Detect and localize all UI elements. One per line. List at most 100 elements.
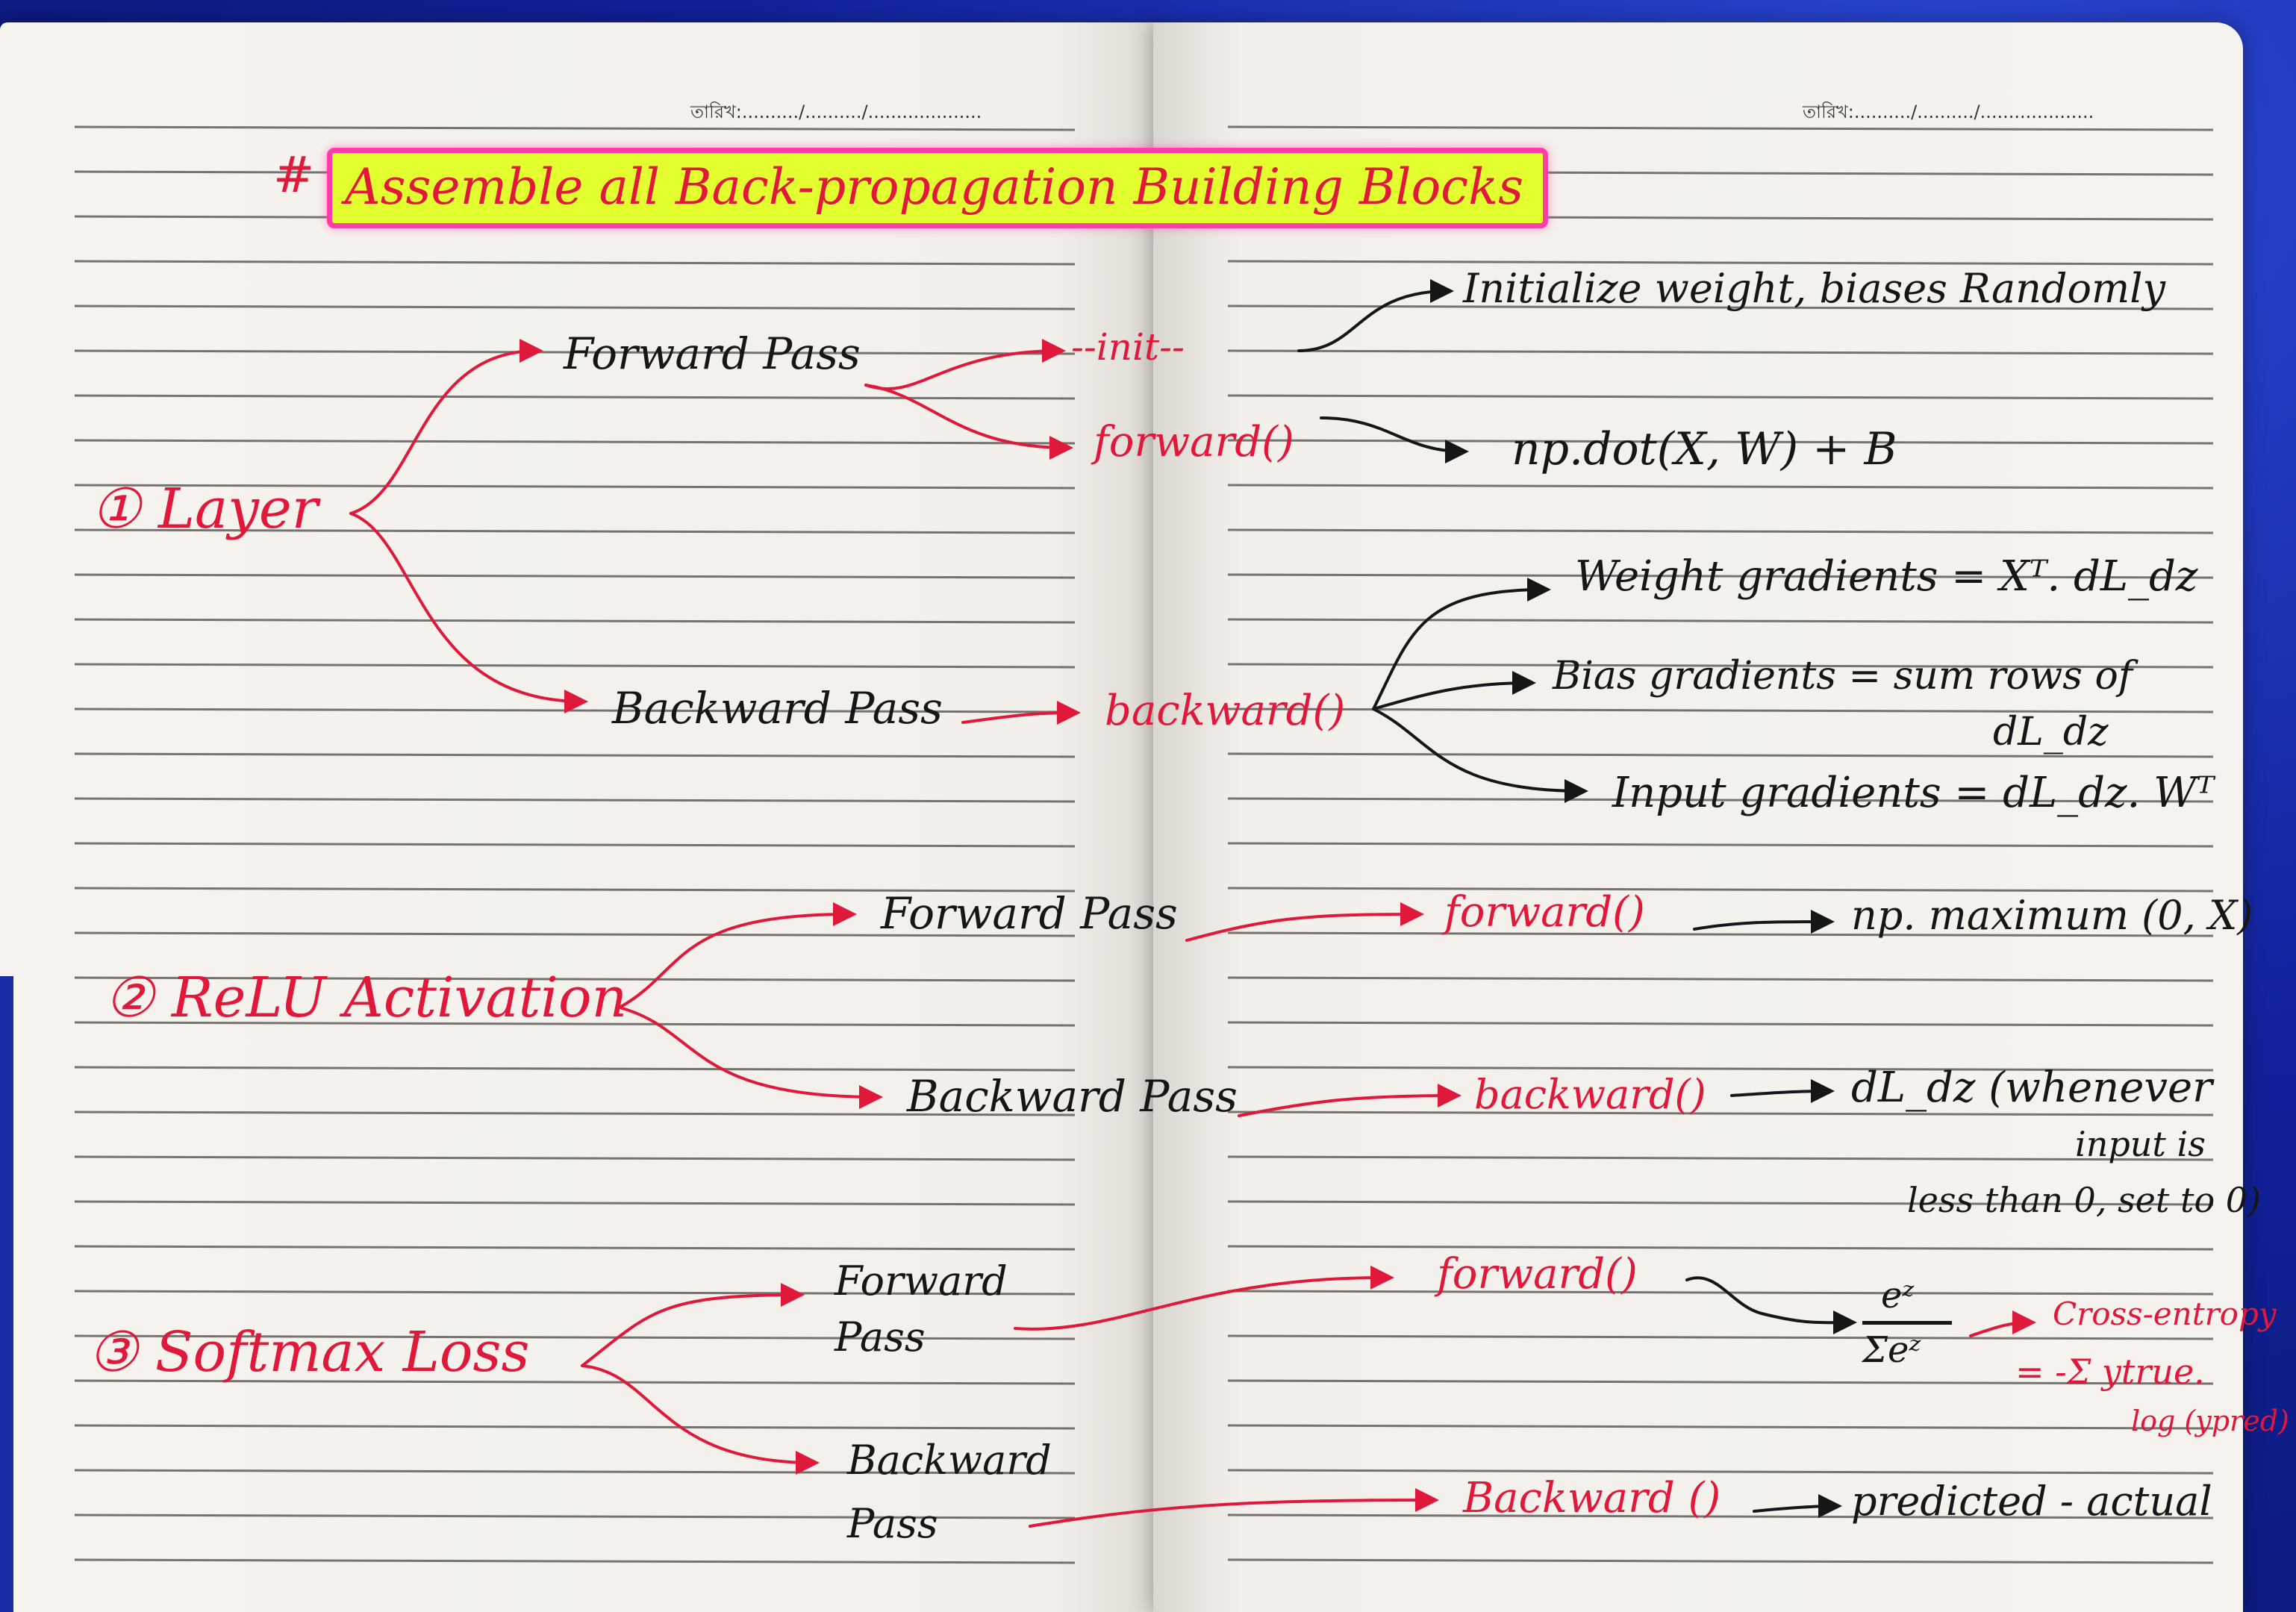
cross-entropy-line1: Cross-entropy [2053,1296,2277,1332]
arrow-softmax-forward-method-to-formula [1685,1276,1857,1335]
ruled-line [74,573,1076,579]
arrow-relu-to-backward [618,1006,883,1109]
ruled-line [1227,1513,2214,1519]
ruled-line [1227,931,2214,937]
ruled-line [74,618,1076,624]
ruled-line [74,1290,1076,1296]
ruled-line [74,1424,1076,1430]
layer-bias-gradients: Bias gradients = sum rows of [1553,654,2133,699]
ruled-line [74,125,1076,131]
softmax-forward-method: forward() [1437,1250,1638,1299]
arrow-softmax-forward-to-method [1014,1265,1394,1331]
section-relu-label: ② ReLU Activation [104,966,628,1030]
arrow-backward-pass-to-method [961,701,1081,725]
ruled-line [1227,663,2214,669]
ruled-line [74,1469,1076,1475]
ruled-line [1227,797,2214,803]
ruled-line [74,752,1076,758]
relu-forward-method: forward() [1444,888,1645,937]
ruled-line [74,797,1076,803]
arrow-formula-to-cross-entropy [1969,1310,2036,1337]
arrow-forward-to-init [864,339,1066,390]
ruled-line [74,931,1076,937]
ruled-line [1227,1334,2214,1340]
arrow-backward-to-bias [1372,671,1536,710]
arrow-relu-backward-method-to-note [1730,1079,1835,1104]
relu-backward-note-line2: input is [2075,1124,2206,1164]
ruled-line [74,1066,1076,1072]
softmax-backward-note: predicted - actual [1851,1478,2212,1525]
layer-forward-note: np.dot(X, W) + B [1512,423,1897,475]
arrow-backward-to-weight [1372,578,1551,710]
ruled-line [1227,1290,2214,1296]
ruled-line [1227,1379,2214,1385]
ruled-line [1227,1021,2214,1027]
softmax-backward-label-line1: Backward [847,1437,1052,1484]
ruled-line [1227,439,2214,445]
ruled-line [1227,1066,2214,1072]
softmax-formula-numerator: eᶻ [1881,1275,1915,1316]
title-highlight [327,148,1548,228]
ruled-line [74,439,1076,445]
page-title: Assemble all Back-propagation Building B… [345,158,1524,216]
ruled-line [1227,349,2214,355]
layer-backward-method: backward() [1105,687,1346,735]
ruled-line [74,1245,1076,1251]
ruled-line [1227,1200,2214,1206]
layer-input-gradients: Input gradients = dL_dz. Wᵀ [1612,769,2215,817]
softmax-forward-label-line1: Forward [835,1258,1008,1305]
ruled-line [74,484,1076,490]
ruled-line [74,1110,1076,1116]
ruled-line [1227,842,2214,848]
arrow-relu-forward-to-method [1185,902,1424,942]
ruled-line [1227,887,2214,893]
ruled-line [1227,1110,2214,1116]
arrow-layer-to-forward [349,339,543,515]
ruled-line [1227,1245,2214,1251]
relu-backward-pass-label: Backward Pass [907,1071,1238,1122]
ruled-line [1227,1469,2214,1475]
layer-bias-gradients-cont: dL_dz [1993,710,2109,755]
softmax-backward-method: Backward () [1463,1474,1721,1522]
relu-forward-note: np. maximum (0, X) [1851,892,2253,939]
date-field-left: তারিখ:........../........../............… [690,101,982,122]
ruled-line [1227,484,2214,490]
ruled-line [1227,1424,2214,1430]
ruled-line [74,1379,1076,1385]
ruled-line [1227,573,2214,579]
ruled-line [1227,260,2214,266]
ruled-line [74,304,1076,310]
layer-forward-method: forward() [1094,418,1294,466]
layer-init-method: --init-- [1071,325,1185,369]
arrow-relu-backward-to-method [1238,1084,1461,1117]
arrow-relu-forward-method-to-note [1693,910,1835,934]
arrow-softmax-to-forward [581,1283,805,1367]
ruled-line [1227,707,2214,713]
cross-entropy-line3: log (ypred) [2131,1405,2289,1437]
softmax-formula-denominator: Σeᶻ [1862,1329,1921,1371]
ruled-line [74,260,1076,266]
layer-weight-gradients: Weight gradients = Xᵀ. dL_dz [1575,552,2198,601]
title-hash: # [273,146,315,204]
ruled-line [1227,394,2214,400]
arrow-softmax-to-backward [581,1364,820,1475]
softmax-backward-label-line2: Pass [847,1500,938,1547]
ruled-line [1227,976,2214,982]
ruled-line [74,1558,1076,1564]
ruled-line [1227,304,2214,310]
ruled-line [74,1513,1076,1519]
cross-entropy-line2: = -Σ ytrue. [2015,1352,2205,1392]
relu-backward-note-line1: dL_dz (whenever [1851,1063,2212,1112]
ruled-line [1227,752,2214,758]
layer-init-note: Initialize weight, biases Randomly [1463,265,2165,312]
ruled-line [74,528,1076,534]
notebook-left-page: তারিখ:........../........../............… [0,22,1164,1612]
ruled-line [74,1021,1076,1027]
ruled-line [1227,528,2214,534]
relu-forward-pass-label: Forward Pass [881,888,1178,939]
date-field-right: তারিখ:........../........../............… [1803,101,2094,122]
softmax-forward-label-line2: Pass [835,1313,926,1360]
arrow-init-to-note [1297,279,1454,352]
ruled-line [74,1334,1076,1340]
